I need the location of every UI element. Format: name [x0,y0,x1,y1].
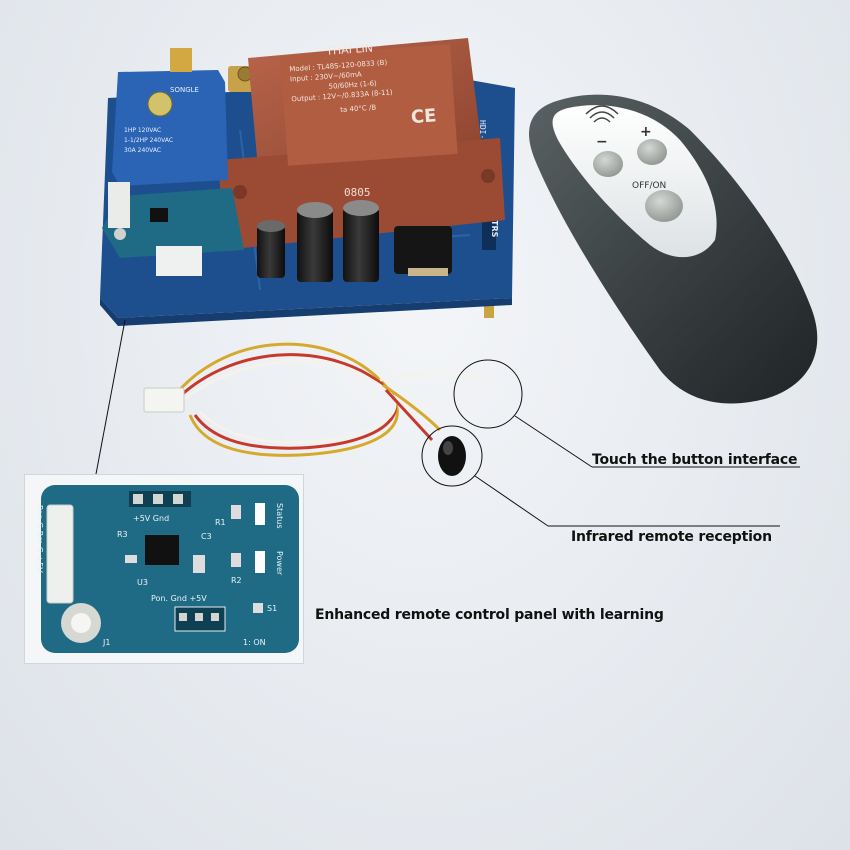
callout-ir-reception: Infrared remote reception [571,529,772,545]
transformer-freq: 50/60Hz (1-6) [328,79,377,90]
inset-board-graphic: +5V Gnd R1 R3 C3 U3 R2 Pon. Gnd +5V J1 1… [35,485,299,653]
inset-left-pins: Pon G Rm G +5V [35,505,44,573]
inset-r2: R2 [231,576,242,585]
remote-minus-button [593,151,623,177]
callout-remote-panel: Enhanced remote control panel with learn… [315,607,664,623]
remote-onoff-button [645,190,683,222]
remote-minus-label: − [596,134,608,150]
inset-j1: J1 [102,638,110,647]
transformer-temp: ta 40°C /B [340,104,377,115]
callout-lines [95,319,800,527]
callout-touch-interface: Touch the button interface [592,452,798,468]
connector-plug [143,387,185,413]
inset-r1: R1 [215,518,226,527]
inset-closeup: +5V Gnd R1 R3 C3 U3 R2 Pon. Gnd +5V J1 1… [24,474,304,664]
receiver-board [102,182,244,276]
ir-receiver [438,436,466,476]
remote-onoff-label: OFF/ON [632,181,666,191]
cable-harness [173,342,496,457]
remote-plus-label: + [640,124,652,140]
remote-control: − + OFF/ON [528,94,818,404]
transformer-code: 0805 [344,186,371,199]
relay-rating-2: 1-1/2HP 240VAC [124,137,173,144]
relay-rating-3: 30A 240VAC [124,147,161,154]
remote-plus-button [637,139,667,165]
inset-status: Status [275,503,284,529]
ce-mark: CE [410,105,437,128]
inset-c3: C3 [201,532,212,541]
inset-pins-top: +5V Gnd [133,514,169,523]
capacitors [257,200,452,282]
relay-rating-1: 1HP 120VAC [124,127,161,134]
relay-brand: SONGLE [170,86,199,94]
inset-r3: R3 [117,530,128,539]
inset-pon-row: Pon. Gnd +5V [151,594,207,603]
inset-one-on: 1: ON [243,638,266,647]
board-logo: KZTRS [490,208,499,238]
inset-power: Power [275,551,284,576]
inset-u3: U3 [137,578,148,587]
transformer-brand: THAI LIN [325,42,374,58]
inset-s1: S1 [267,604,277,613]
transformer: THAI LIN Model : TL48S-120-0833 (B) Inpu… [218,38,505,250]
relay: SONGLE 1HP 120VAC 1-1/2HP 240VAC 30A 240… [112,48,228,186]
